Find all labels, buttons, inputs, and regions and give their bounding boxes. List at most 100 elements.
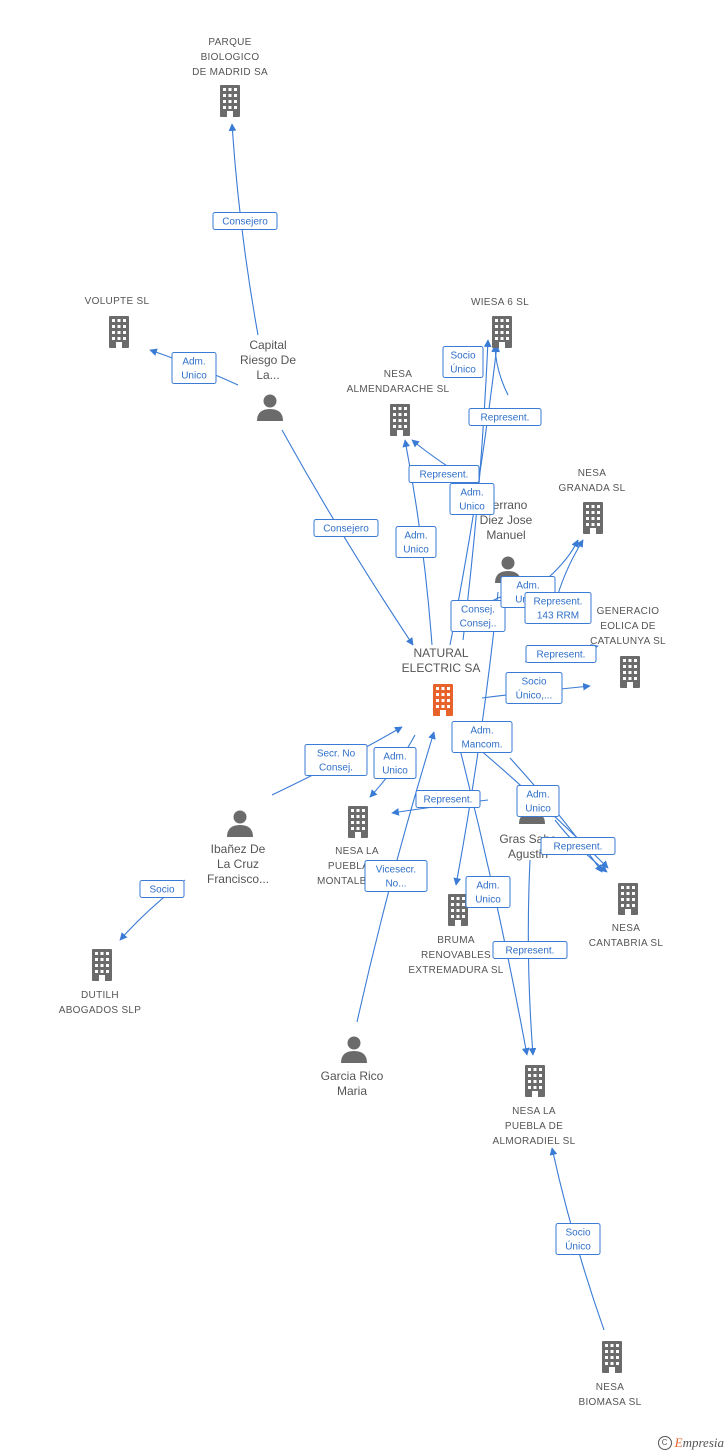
node-label-line: MONTALBAN SL [317,876,397,887]
node-label-line: ALMORADIEL SL [492,1136,575,1147]
edge-label-text: Único [450,363,476,376]
building-icon [348,806,368,838]
edge-label-serrano-bruma[interactable]: Adm.Unico [465,876,511,908]
node-volupte[interactable]: VOLUPTE SL [85,296,150,348]
edge-label-natural-cantabria[interactable]: Adm.Mancom. [451,721,513,753]
node-label-line: Riesgo De [240,353,296,367]
edge-label-serrano-wiesa[interactable]: Represent. [468,408,542,426]
edge-label-text: Represent. [534,597,583,608]
edge-label-natural-montalban[interactable]: Adm.Unico [373,747,417,779]
edge-label-box [313,519,379,537]
node-label-line: NATURAL [413,646,468,660]
edge-label-capital-volupte[interactable]: Adm. Unico [171,352,217,384]
edge-label-text: Socio [450,351,475,362]
edge-label-natural-cantabria[interactable]: Adm.Unico [516,785,560,817]
edge-label-text: Único [565,1240,591,1253]
node-label-line: EOLICA DE [600,621,656,632]
edge-label-text: Secr. No [317,749,356,760]
node-label-line: Garcia Rico [321,1069,384,1083]
edge-label-gras-granada[interactable]: Represent.143 RRM [524,592,592,624]
edge-label-box [408,465,480,483]
edge-label-capital-natural[interactable]: Consejero [313,519,379,537]
edge-label-box [516,785,560,817]
edge-label-garcia-natural[interactable]: Vicesecr.No... [364,860,428,892]
edge-label-text: Socio [565,1228,590,1239]
node-label-line: Agustin [508,847,548,861]
edge-label-text: Consej.. [460,619,497,630]
edge-label-box [524,592,592,624]
building-icon [492,316,512,348]
edge-label-gras-almoradiel[interactable]: Represent. [492,941,568,959]
empresia-logo[interactable]: C Empresia [657,1435,724,1451]
node-label-line: NESA [384,369,412,380]
edge-label-box [449,483,495,515]
node-label-line: ELECTRIC SA [402,661,481,675]
edge-label-serrano-natural[interactable]: Consej.Consej.. [450,600,506,632]
edge-label-natural-generacio[interactable]: SocioÚnico,... [505,672,563,704]
building-icon [220,85,240,117]
node-label-line: NESA LA [512,1106,556,1117]
edge-label-gras-montalban[interactable]: Represent. [415,790,481,808]
node-label-line: NESA [578,468,606,479]
edge-label-text: Unico [181,371,207,382]
edge-label-text: Unico [403,545,429,556]
edge-label-text: Consejero [222,217,268,228]
edge-label-text: Adm. [182,357,205,368]
edge-label-natural-wiesa[interactable]: Adm.Unico [449,483,495,515]
edge-label-capital-parque[interactable]: Consejero [212,212,278,230]
building-icon [602,1341,622,1373]
person-icon [341,1036,367,1063]
edge-label-text: Adm. [470,726,493,737]
edge-label-text: Represent. [481,413,530,424]
edge-label-gras-cantabria[interactable]: Represent. [540,837,616,855]
node-wiesa[interactable]: WIESA 6 SL [471,297,529,348]
edge-label-text: Socio [149,885,174,896]
edge-label-box [442,346,484,378]
node-label-line: NESA LA [335,846,379,857]
node-label-line: Maria [337,1084,367,1098]
node-label-line: DE MADRID SA [192,67,268,78]
edge-label-box [139,880,185,898]
node-label-line: NESA [596,1382,624,1393]
node-label-line: NESA [612,923,640,934]
edge-label-box [304,744,368,776]
edge-label-box [468,408,542,426]
node-label-line: Ibañez De [211,842,266,856]
edge-label-text: Adm. [516,581,539,592]
edge-label-serrano-almendarache[interactable]: Represent. [408,465,480,483]
edge-label-natural-almendarache[interactable]: Adm.Unico [395,526,437,558]
edges-layer [119,123,609,1331]
edge-label-text: Consejero [323,524,369,535]
edge-label-ibanez-dutilh[interactable]: Socio [139,880,185,898]
building-icon [109,316,129,348]
edge-label-serrano-generacio[interactable]: Represent. [525,645,597,663]
edge-label-text: Adm. [476,881,499,892]
node-label-line: Francisco... [207,872,269,886]
node-label-line: EXTREMADURA SL [408,965,503,976]
